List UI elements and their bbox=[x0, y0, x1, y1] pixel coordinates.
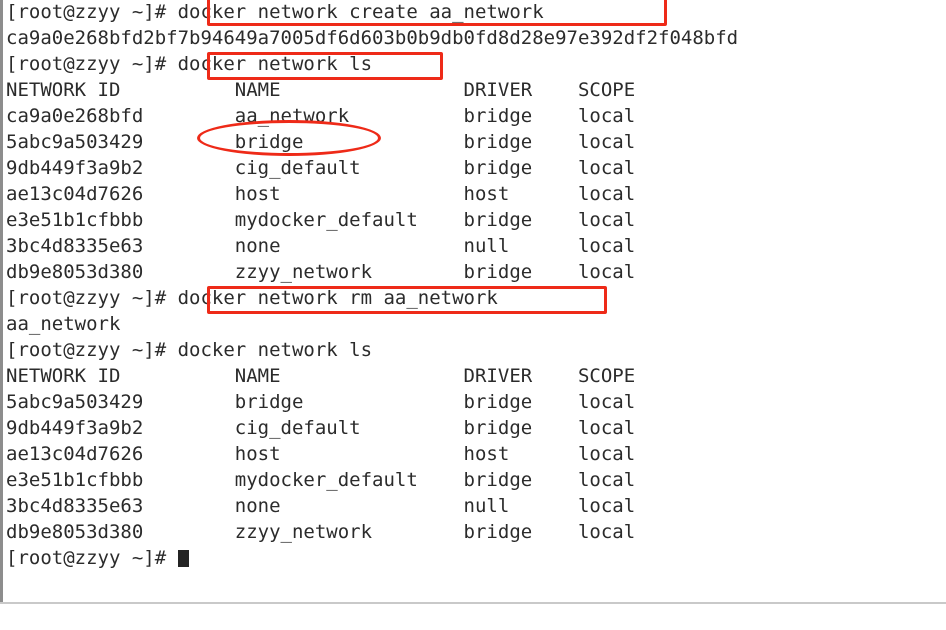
table-row: e3e51b1cfbbb mydocker_default bridge loc… bbox=[6, 469, 636, 491]
table-row: 9db449f3a9b2 cig_default bridge local bbox=[6, 417, 636, 439]
table-row: 9db449f3a9b2 cig_default bridge local bbox=[6, 157, 636, 179]
terminal-prompt-active[interactable]: [root@zzyy ~]# bbox=[6, 548, 189, 568]
terminal-line-command-ls-2: [root@zzyy ~]# docker network ls bbox=[6, 339, 373, 361]
terminal-line-command-rm: [root@zzyy ~]# docker network rm aa_netw… bbox=[6, 287, 498, 309]
table-row: 3bc4d8335e63 none null local bbox=[6, 495, 636, 517]
terminal-line-table-header-1: NETWORK ID NAME DRIVER SCOPE bbox=[6, 79, 636, 101]
table-row: ae13c04d7626 host host local bbox=[6, 443, 636, 465]
table-row: db9e8053d380 zzyy_network bridge local bbox=[6, 521, 636, 543]
terminal-line-command-create: [root@zzyy ~]# docker network create aa_… bbox=[6, 1, 544, 23]
table-row: 5abc9a503429 bridge bridge local bbox=[6, 131, 636, 153]
cursor-block bbox=[177, 550, 189, 567]
table-row: e3e51b1cfbbb mydocker_default bridge loc… bbox=[6, 209, 636, 231]
terminal-line-table-header-2: NETWORK ID NAME DRIVER SCOPE bbox=[6, 365, 636, 387]
table-row: ae13c04d7626 host host local bbox=[6, 183, 636, 205]
prompt-text: [root@zzyy ~]# bbox=[6, 547, 178, 569]
table-row: ca9a0e268bfd aa_network bridge local bbox=[6, 105, 636, 127]
terminal-output-area[interactable]: [root@zzyy ~]# docker network create aa_… bbox=[6, 0, 946, 604]
window-left-border bbox=[0, 0, 3, 604]
terminal-line-network-id-hash: ca9a0e268bfd2bf7b94649a7005df6d603b0b9db… bbox=[6, 27, 739, 49]
table-row: db9e8053d380 zzyy_network bridge local bbox=[6, 261, 636, 283]
table-row: 3bc4d8335e63 none null local bbox=[6, 235, 636, 257]
terminal-line-command-ls-1: [root@zzyy ~]# docker network ls bbox=[6, 53, 373, 75]
window-bottom-border bbox=[0, 602, 946, 604]
terminal-line-rm-output: aa_network bbox=[6, 313, 121, 335]
table-row: 5abc9a503429 bridge bridge local bbox=[6, 391, 636, 413]
